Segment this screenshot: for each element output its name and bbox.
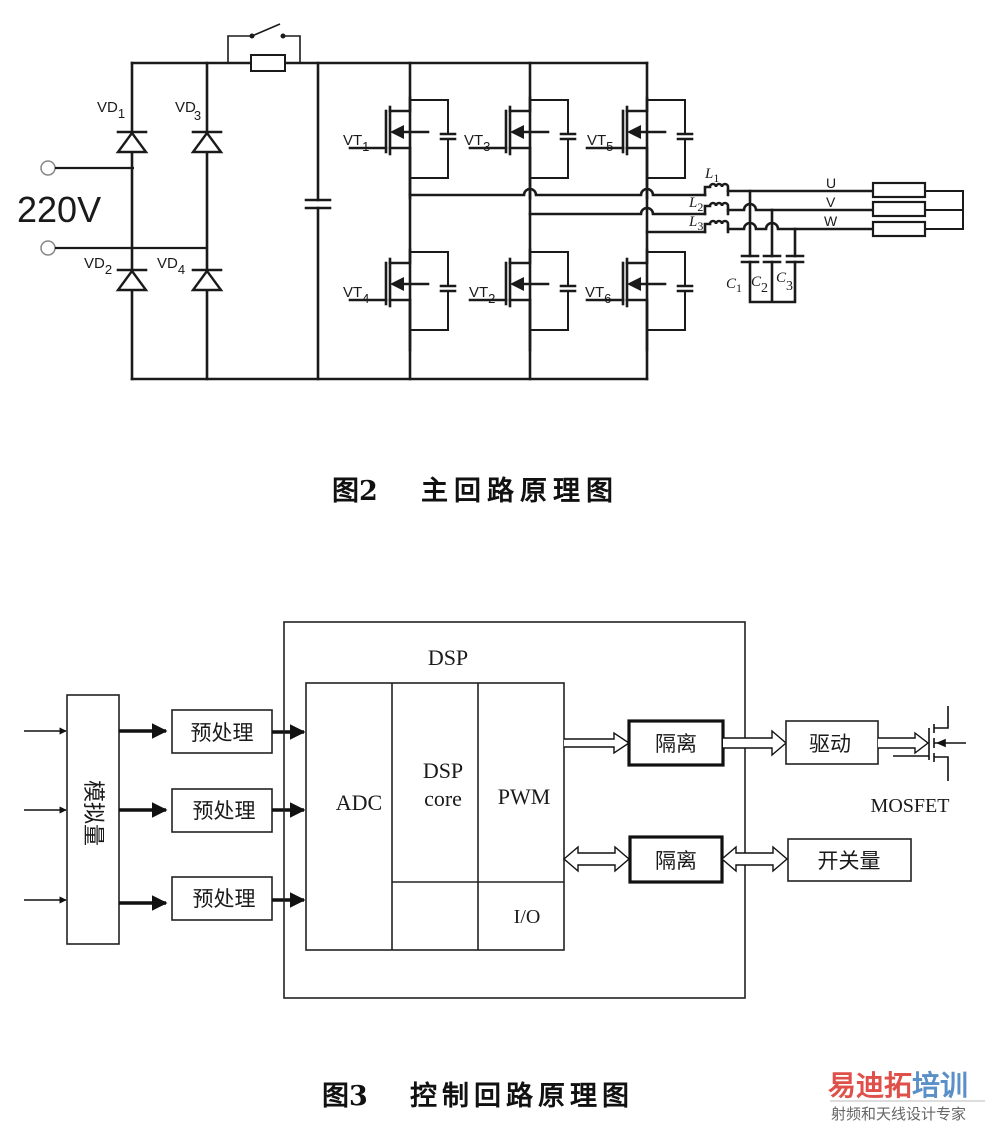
transistor-vt1	[348, 96, 457, 200]
isolation-to-driver-arrow	[723, 729, 788, 757]
diode-vd1	[115, 130, 149, 154]
isolation-block-1	[627, 719, 725, 767]
dc-bus-rails	[130, 61, 649, 381]
dsp-inner-units	[305, 682, 565, 951]
dc-link-capacitor	[304, 61, 332, 381]
transistor-vt3	[468, 96, 577, 200]
label-phase-w: W	[824, 213, 838, 229]
label-l3: L3	[688, 214, 703, 233]
preprocess-label-1: 预处理	[191, 721, 254, 745]
output-lines	[408, 181, 964, 304]
preprocess-label-2: 预处理	[193, 799, 256, 823]
pwm-to-isolation-arrow	[564, 731, 631, 755]
watermark-brand-blue: 培训	[912, 1069, 968, 1102]
label-l2: L2	[688, 195, 703, 214]
transistor-vt6	[585, 248, 694, 352]
ac-terminal-2	[40, 240, 56, 256]
inductor-l1	[703, 182, 730, 197]
load-resistor-w	[871, 220, 927, 238]
ac-terminal-1	[40, 160, 56, 176]
label-vt4: VT4	[343, 284, 369, 306]
label-phase-u: U	[826, 175, 836, 191]
driver-label: 驱动	[809, 732, 851, 756]
transistor-vt2	[468, 248, 577, 352]
preprocess-block-3	[171, 876, 273, 921]
watermark-logo: 易迪拓 培训 射频和天线设计专家	[828, 1069, 985, 1123]
adc-unit-label: ADC	[336, 790, 382, 815]
mosfet-symbol	[893, 706, 966, 781]
io-unit-label: I/O	[514, 906, 541, 928]
isolation-to-switch-arrow	[720, 845, 789, 873]
figure3-caption-number: 图3	[322, 1081, 368, 1112]
label-vd4: VD4	[157, 255, 185, 277]
diode-vd4	[190, 268, 224, 292]
isolation-block-2	[628, 835, 724, 884]
figure2-caption-title: 主回路原理图	[421, 475, 619, 507]
precharge-circuit	[227, 23, 301, 72]
dsp-core-label-line1: DSP	[423, 758, 463, 783]
driver-to-mosfet-arrow	[878, 731, 930, 755]
label-l1: L1	[704, 166, 719, 185]
label-vd2: VD2	[84, 255, 112, 277]
load-resistor-u	[871, 181, 927, 199]
supply-voltage-label: 220V	[17, 189, 101, 230]
inverter-bridge	[348, 61, 694, 381]
precharge-resistor	[250, 54, 286, 72]
transistor-vt5	[585, 96, 694, 200]
preprocess-block-2	[171, 788, 273, 833]
inductor-l2	[703, 201, 730, 216]
preprocess-block-1	[171, 709, 273, 754]
driver-block	[785, 720, 879, 765]
label-vd3: VD3	[175, 99, 201, 123]
dsp-outer-block	[283, 621, 746, 999]
label-c3: C3	[776, 270, 793, 294]
main-circuit-diagram: 220V VD1 VD3 VD2 VD4	[17, 23, 964, 507]
watermark-tagline: 射频和天线设计专家	[831, 1105, 966, 1123]
preprocess-label-3: 预处理	[193, 887, 256, 911]
label-vt2: VT2	[469, 284, 495, 306]
figure3-caption-title: 控制回路原理图	[410, 1080, 634, 1112]
label-vd1: VD1	[97, 99, 125, 121]
dsp-core-label-line2: core	[424, 786, 462, 811]
label-vt1: VT1	[343, 132, 369, 154]
label-vt5: VT5	[587, 132, 613, 154]
isolation-label-1: 隔离	[655, 732, 697, 756]
pwm-unit-label: PWM	[498, 784, 551, 809]
transistor-vt4	[348, 248, 457, 352]
switch-quantity-block	[787, 838, 912, 882]
load-resistor-v	[871, 200, 927, 218]
switch-contact	[251, 23, 281, 37]
switch-quantity-label: 开关量	[818, 849, 881, 873]
label-phase-v: V	[826, 194, 836, 210]
dsp-label: DSP	[428, 645, 468, 670]
analog-input-arrows	[24, 727, 67, 904]
label-c2: C2	[751, 274, 768, 296]
watermark-brand-red: 易迪拓	[828, 1069, 912, 1102]
label-vt3: VT3	[464, 132, 490, 154]
figure2-caption-number: 图2	[332, 476, 378, 507]
label-vt6: VT6	[585, 284, 611, 306]
analog-quantity-block	[66, 694, 120, 945]
rectifier-bridge	[40, 61, 224, 381]
mosfet-label: MOSFET	[871, 795, 950, 817]
inductor-l3	[703, 219, 730, 234]
label-c1: C1	[726, 276, 742, 295]
analog-to-preprocess-arrows	[119, 723, 168, 911]
isolation-label-2: 隔离	[655, 849, 697, 873]
diode-vd2	[115, 268, 149, 292]
diode-vd3	[190, 130, 224, 154]
preprocess-to-adc-arrows	[272, 724, 306, 908]
analog-quantity-label: 模拟量	[81, 780, 106, 846]
io-to-isolation-arrow	[562, 845, 631, 873]
